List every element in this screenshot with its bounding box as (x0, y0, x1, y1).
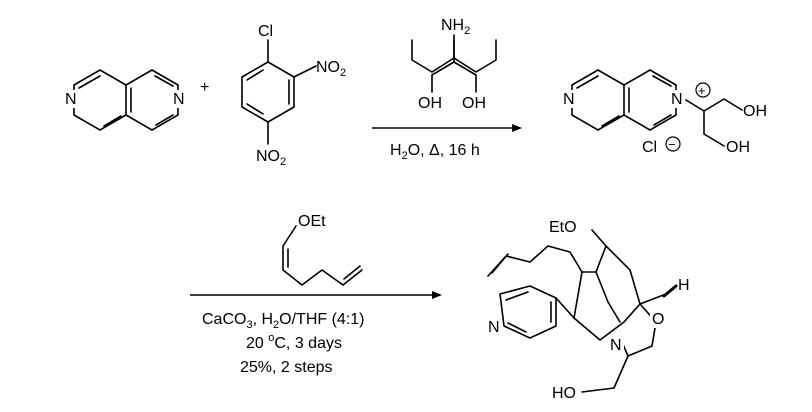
product1-n-plus: N (671, 91, 683, 108)
product2-pyridine-n: N (488, 319, 500, 336)
product1-oh-bottom: OH (726, 139, 750, 156)
product2-hydroxyl: HO (552, 385, 576, 402)
step2-conditions-line3: 25%, 2 steps (240, 359, 333, 376)
ethoxydiene-reagent: OEt (282, 213, 363, 286)
naphthyridinium-product: N N + OH OH Cl − (561, 69, 767, 156)
tricyclic-product: EtO H N N O HO (486, 219, 690, 402)
reaction-arrow-2 (190, 291, 442, 299)
product1-n-left: N (563, 91, 575, 108)
nitro-top-label: NO2 (316, 59, 346, 79)
naphthyridine-n-left: N (65, 91, 77, 108)
chloro-label: Cl (258, 23, 273, 40)
product2-ethoxy-label: EtO (549, 219, 577, 236)
serinol-oh-right: OH (462, 95, 486, 112)
dinitrochlorobenzene-reactant: Cl NO2 NO2 (241, 23, 346, 168)
product2-amine-n: N (610, 337, 622, 354)
serinol-skeleton: OH OH (418, 39, 486, 112)
nitro-bottom-label: NO2 (256, 148, 286, 168)
negative-charge-sign: − (668, 137, 676, 152)
positive-charge-circle (695, 82, 711, 98)
step1-conditions: H2O, Δ, 16 h (390, 142, 480, 162)
plus-sign: + (200, 79, 209, 96)
naphthyridine-reactant: N N (63, 69, 187, 131)
naphthyridine-n-right: N (173, 91, 185, 108)
product2-oxygen: O (652, 311, 664, 328)
product1-oh-top: OH (743, 103, 767, 120)
step2-conditions-line1: CaCO3, H2O/THF (4:1) (202, 311, 365, 331)
product2-h-label: H (678, 277, 690, 294)
negative-charge-circle (665, 136, 681, 152)
amine-label: NH2 (441, 17, 470, 37)
positive-charge-sign: + (698, 83, 706, 98)
step2-conditions-line2: 20 oC, 3 days (246, 332, 342, 352)
reaction-arrow-1 (372, 124, 522, 132)
serinol-oh-left: OH (418, 95, 442, 112)
chloride-label: Cl (642, 139, 657, 156)
ethoxy-label: OEt (298, 213, 326, 230)
